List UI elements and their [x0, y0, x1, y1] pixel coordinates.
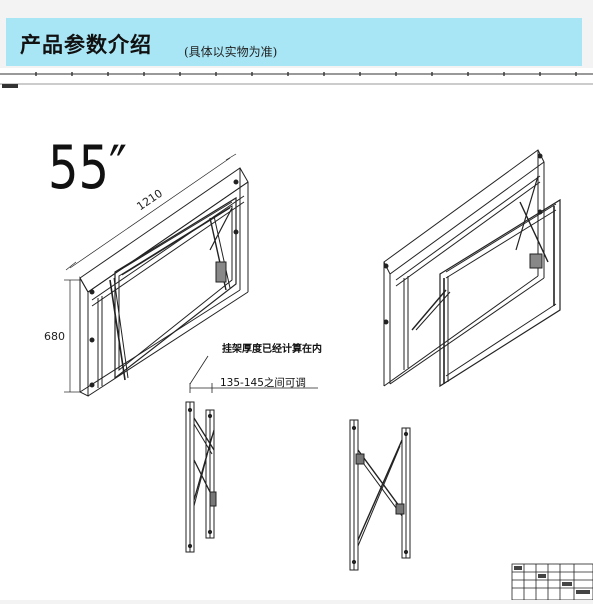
mount-isometric-left [64, 153, 249, 397]
mount-side-view-left [185, 401, 217, 553]
size-label: 55″ [48, 133, 127, 203]
height-dimension-label: 680 [44, 330, 65, 343]
adjust-range-note: 135-145之间可调 [220, 376, 306, 389]
drawing-border-ruler [0, 72, 593, 88]
title-block [511, 563, 593, 601]
technical-drawing: 55″ [0, 72, 593, 601]
thickness-note: 挂架厚度已经计算在内 [222, 342, 322, 355]
header-bar: 产品参数介绍 (具体以实物为准) [6, 18, 582, 66]
page-subtitle: (具体以实物为准) [184, 45, 278, 59]
drawing-canvas: 55″ [0, 68, 593, 601]
mount-isometric-right [383, 149, 561, 388]
adjust-dimension-line [189, 355, 318, 393]
page-title: 产品参数介绍 [20, 32, 152, 57]
width-dimension-label: 1210 [134, 187, 164, 213]
mount-side-view-right [349, 419, 411, 571]
